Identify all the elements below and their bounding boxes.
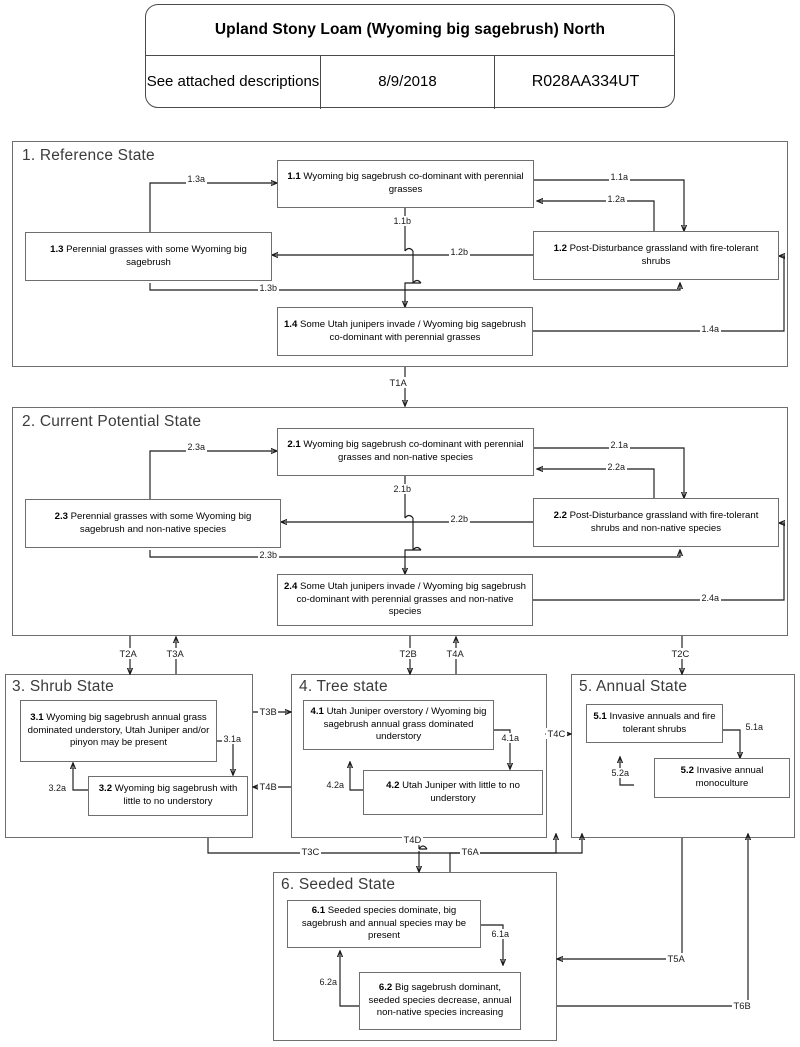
state-title-5: 5. Annual State [579, 678, 688, 695]
state-title-2: 2. Current Potential State [22, 413, 202, 430]
phase-num-1-2: 1.2 [553, 242, 567, 254]
pathway-label-1-2b: 1.2b [449, 247, 470, 257]
phase-box-4-1: 4.1 Utah Juniper overstory / Wyoming big… [303, 700, 494, 750]
phase-box-2-3: 2.3 Perennial grasses with some Wyoming … [25, 499, 281, 548]
transition-label-t1a: T1A [388, 377, 409, 388]
phase-text-2-3: Perennial grasses with some Wyoming big … [70, 510, 252, 535]
phase-text-2-4: Some Utah junipers invade / Wyoming big … [296, 581, 527, 618]
transition-label-t4c: T4C [546, 728, 567, 739]
transition-label-t4a: T4A [445, 648, 466, 659]
phase-num-1-3: 1.3 [50, 243, 64, 255]
phase-box-2-4: 2.4 Some Utah junipers invade / Wyoming … [277, 574, 533, 626]
phase-num-1-4: 1.4 [283, 318, 298, 330]
phase-box-5-1: 5.1 Invasive annuals and fire tolerant s… [586, 704, 723, 743]
phase-num-1-1: 1.1 [287, 171, 301, 183]
transition-label-t6b: T6B [732, 1000, 753, 1011]
title-block: Upland Stony Loam (Wyoming big sagebrush… [145, 4, 676, 109]
pathway-label-2-4a: 2.4a [700, 593, 721, 603]
transition-label-t2b: T2B [398, 648, 419, 659]
phase-num-4-2: 4.2 [386, 779, 400, 791]
pathway-label-2-2b: 2.2b [449, 514, 470, 524]
state-title-3: 3. Shrub State [12, 678, 114, 695]
phase-box-1-2: 1.2 Post-Disturbance grassland with fire… [533, 231, 779, 280]
pathway-label-1-4a: 1.4a [700, 324, 721, 334]
phase-num-6-2: 6.2 [378, 982, 393, 994]
pathway-label-2-3b: 2.3b [258, 550, 279, 560]
phase-text-2-2: Post-Disturbance grassland with fire-tol… [569, 509, 759, 534]
phase-num-3-2: 3.2 [98, 783, 113, 795]
phase-num-5-2: 5.2 [680, 765, 694, 777]
phase-box-1-1: 1.1 Wyoming big sagebrush co-dominant wi… [277, 160, 534, 208]
pathway-label-1-1b: 1.1b [392, 216, 413, 226]
pathway-label-1-1a: 1.1a [609, 172, 630, 182]
phase-box-3-2: 3.2 Wyoming big sagebrush with little to… [88, 776, 248, 816]
phase-text-6-2: Big sagebrush dominant, seeded species d… [368, 982, 512, 1019]
phase-text-1-3: Perennial grasses with some Wyoming big … [66, 243, 247, 268]
phase-box-4-2: 4.2 Utah Juniper with little to no under… [363, 770, 543, 815]
phase-text-1-4: Some Utah junipers invade / Wyoming big … [299, 318, 527, 343]
phase-text-5-1: Invasive annuals and fire tolerant shrub… [609, 710, 716, 735]
phase-num-2-3: 2.3 [54, 510, 68, 522]
state-container-reference [12, 141, 788, 367]
phase-num-4-1: 4.1 [310, 706, 324, 718]
phase-text-3-1: Wyoming big sagebrush annual grass domin… [27, 712, 210, 749]
phase-text-4-2: Utah Juniper with little to no understor… [402, 779, 520, 804]
pathway-label-1-2a: 1.2a [606, 194, 627, 204]
page-title: Upland Stony Loam (Wyoming big sagebrush… [214, 21, 606, 38]
phase-box-2-2: 2.2 Post-Disturbance grassland with fire… [533, 498, 779, 547]
pathway-label-5-1a: 5.1a [744, 722, 765, 732]
phase-box-6-1: 6.1 Seeded species dominate, big sagebru… [287, 900, 481, 948]
state-title-1: 1. Reference State [22, 147, 155, 164]
phase-num-5-1: 5.1 [593, 710, 607, 722]
state-container-annual [571, 674, 795, 838]
phase-num-2-1: 2.1 [287, 439, 301, 451]
transition-label-t2c: T2C [670, 648, 691, 659]
phase-text-2-1: Wyoming big sagebrush co-dominant with p… [303, 439, 524, 463]
phase-box-2-1: 2.1 Wyoming big sagebrush co-dominant wi… [277, 428, 534, 476]
date-cell: 8/9/2018 [320, 55, 494, 109]
transition-label-t4b: T4B [258, 781, 279, 792]
phase-box-6-2: 6.2 Big sagebrush dominant, seeded speci… [359, 972, 521, 1030]
phase-num-2-2: 2.2 [553, 509, 567, 521]
state-title-4: 4. Tree state [299, 678, 388, 695]
pathway-label-3-1a: 3.1a [222, 734, 243, 744]
phase-num-6-1: 6.1 [311, 905, 326, 917]
transition-label-t6a: T6A [460, 846, 481, 857]
phase-text-1-1: Wyoming big sagebrush co-dominant with p… [303, 171, 524, 195]
pathway-label-6-2a: 6.2a [318, 977, 339, 987]
pathway-label-2-1b: 2.1b [392, 484, 413, 494]
pathway-label-4-1a: 4.1a [500, 733, 521, 743]
pathway-label-2-1a: 2.1a [609, 440, 630, 450]
title-divider [146, 55, 674, 56]
transition-label-t5a: T5A [666, 953, 687, 964]
phase-box-5-2: 5.2 Invasive annual monoculture [654, 758, 790, 798]
state-title-6: 6. Seeded State [281, 876, 396, 893]
pathway-label-1-3b: 1.3b [258, 283, 279, 293]
phase-num-2-4: 2.4 [283, 581, 298, 593]
phase-num-3-1: 3.1 [30, 712, 44, 724]
transition-label-t3a: T3A [165, 648, 186, 659]
pathway-label-3-2a: 3.2a [47, 783, 68, 793]
phase-box-3-1: 3.1 Wyoming big sagebrush annual grass d… [20, 700, 217, 762]
pathway-label-2-2a: 2.2a [606, 462, 627, 472]
phase-text-4-1: Utah Juniper overstory / Wyoming big sag… [323, 706, 487, 743]
transition-label-t3c: T3C [300, 846, 321, 857]
state-container-current-potential [12, 407, 788, 636]
phase-box-1-3: 1.3 Perennial grasses with some Wyoming … [25, 232, 272, 281]
phase-box-1-4: 1.4 Some Utah junipers invade / Wyoming … [277, 307, 533, 356]
transition-label-t2a: T2A [118, 648, 139, 659]
pathway-label-4-2a: 4.2a [325, 780, 346, 790]
transition-label-t3b: T3B [258, 706, 279, 717]
phase-text-3-2: Wyoming big sagebrush with little to no … [114, 783, 238, 807]
phase-text-1-2: Post-Disturbance grassland with fire-tol… [569, 242, 759, 267]
phase-text-6-1: Seeded species dominate, big sagebrush a… [301, 905, 467, 942]
pathway-label-6-1a: 6.1a [490, 929, 511, 939]
phase-text-5-2: Invasive annual monoculture [695, 765, 764, 789]
transition-label-t4d: T4D [402, 834, 423, 845]
description-cell: See attached descriptions [146, 73, 320, 91]
pathway-label-5-2a: 5.2a [610, 768, 631, 778]
pathway-label-2-3a: 2.3a [186, 442, 207, 452]
pathway-label-1-3a: 1.3a [186, 174, 207, 184]
ecosite-code-cell: R028AA334UT [494, 55, 676, 109]
